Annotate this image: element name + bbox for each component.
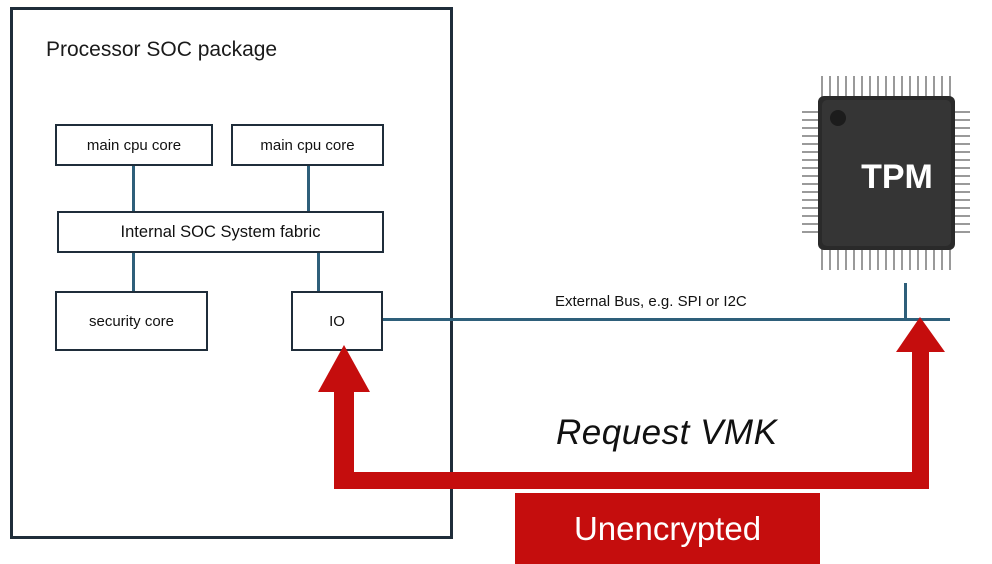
security-core: security core (55, 291, 208, 351)
request-vmk-label: Request VMK (556, 413, 778, 452)
external-bus-label: External Bus, e.g. SPI or I2C (555, 293, 747, 310)
tpm-chip: TPM (802, 76, 970, 270)
arrowhead-to-tpm (896, 317, 945, 352)
unencrypted-banner: Unencrypted (515, 493, 820, 564)
main-cpu-core-2: main cpu core (231, 124, 384, 166)
request-vmk-arrow (318, 317, 945, 489)
arrowhead-to-io (318, 345, 370, 392)
io-block: IO (291, 291, 383, 351)
wire-fabric-security (132, 251, 135, 293)
external-bus-line (382, 318, 950, 321)
tpm-pin1-marker (830, 110, 846, 126)
wire-core2-fabric (307, 164, 310, 212)
package-title: Processor SOC package (46, 38, 278, 61)
main-cpu-core-1: main cpu core (55, 124, 213, 166)
wire-core1-fabric (132, 164, 135, 212)
processor-soc-package (10, 7, 453, 539)
tpm-bus-stub (904, 283, 907, 321)
internal-soc-fabric: Internal SOC System fabric (57, 211, 384, 253)
wire-fabric-io (317, 251, 320, 293)
tpm-chip-label: TPM (861, 158, 933, 196)
